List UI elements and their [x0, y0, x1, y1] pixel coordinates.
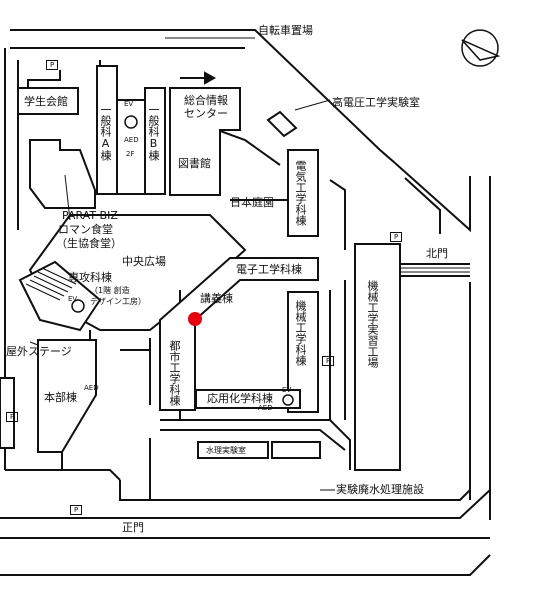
label-main-gate: 正門: [122, 521, 144, 534]
compass-icon: [461, 29, 501, 67]
label-library: 図書館: [178, 157, 211, 170]
label-high-voltage-lab: 高電圧工学実験室: [332, 96, 420, 109]
label-general-b: 一般科B棟: [147, 104, 160, 161]
current-location-marker: [188, 312, 202, 326]
student-union-building: [17, 87, 79, 115]
label-student-union: 学生会館: [24, 95, 68, 108]
label-roman-cafeteria: ロマン食堂: [58, 223, 113, 236]
label-coop-cafeteria: （生協食堂）: [56, 237, 122, 250]
label-info-center-2: センター: [184, 107, 228, 120]
label-ev-general: EV: [124, 100, 134, 108]
label-specialized-3: デザイン工房）: [90, 297, 146, 306]
cafeteria-building: [29, 139, 96, 209]
parking-icon: P: [322, 356, 335, 366]
label-north-gate: 北門: [426, 247, 448, 260]
machine-shop-building: [354, 243, 401, 471]
parking-icon: P: [46, 60, 59, 70]
label-electronic-eng: 電子工学科棟: [236, 263, 302, 276]
label-mechanical-eng: 機械工学科棟: [294, 300, 307, 366]
label-parat-biz: PARAT BIZ: [62, 209, 118, 222]
label-applied-chem: 応用化学科棟: [207, 392, 273, 405]
parking-icon: P: [6, 412, 19, 422]
info-center-library-building: [169, 87, 241, 196]
main-building: [37, 339, 97, 453]
parking-icon: P: [70, 505, 83, 515]
hydraulics-lab-building: [197, 441, 269, 459]
label-aed-main: AED: [84, 384, 99, 392]
label-civil-eng: 都市工学科棟: [168, 340, 181, 406]
label-central-plaza: 中央広場: [122, 255, 166, 268]
label-aed-general: AED: [124, 136, 139, 144]
label-specialized-1: 専攻科棟: [68, 271, 112, 284]
label-specialized-2: （1階 創造: [90, 286, 130, 295]
label-lecture-hall: 講義棟: [200, 292, 233, 305]
label-2f: 2F: [126, 150, 135, 158]
label-wastewater-facility: 実験廃水処理施設: [336, 483, 424, 496]
high-voltage-lab-building: [266, 110, 298, 138]
road-north: [10, 29, 396, 164]
label-main-building: 本部棟: [44, 391, 77, 404]
label-info-center-1: 総合情報: [184, 94, 228, 107]
applied-chem-building: [195, 389, 301, 409]
label-aed-chem: AED: [258, 404, 273, 412]
label-japanese-garden: 日本庭園: [230, 196, 274, 209]
label-ev-specialized: EV: [68, 295, 78, 303]
label-bicycle-parking: 自転車置場: [258, 24, 313, 37]
label-hydraulics-lab: 水理実験室: [206, 446, 246, 455]
label-ev-chem: EV: [282, 386, 292, 394]
parking-icon: P: [390, 232, 403, 242]
electrical-eng-building: [287, 149, 319, 237]
lecture-civil-building: [159, 257, 319, 411]
label-outdoor-stage: 屋外ステージ: [6, 345, 72, 358]
label-electrical-eng: 電気工学科棟: [294, 160, 307, 226]
label-machine-shop: 機械工学実習工場: [366, 280, 379, 368]
label-general-a: 一般科A棟: [99, 104, 112, 161]
